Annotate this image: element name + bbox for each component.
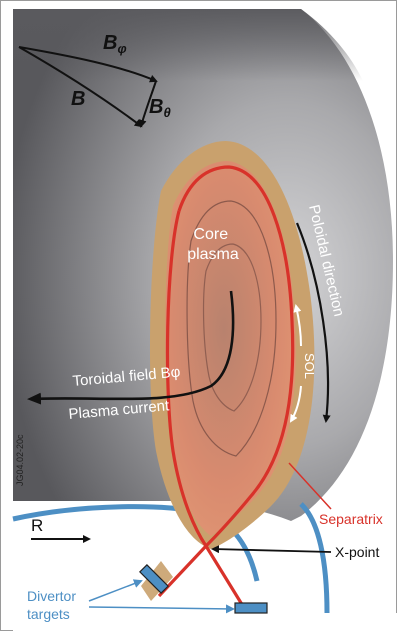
figure-id-label: JG04.02-20c [15, 434, 25, 486]
torus-top-shade [13, 9, 363, 81]
divertor-target-right [235, 603, 267, 613]
x-point-label: X-point [335, 544, 379, 560]
separatrix-label: Separatrix [319, 511, 383, 527]
sol-label: SOL [302, 353, 317, 379]
b-label: B [71, 88, 85, 110]
r-axis-label: R [31, 516, 43, 535]
